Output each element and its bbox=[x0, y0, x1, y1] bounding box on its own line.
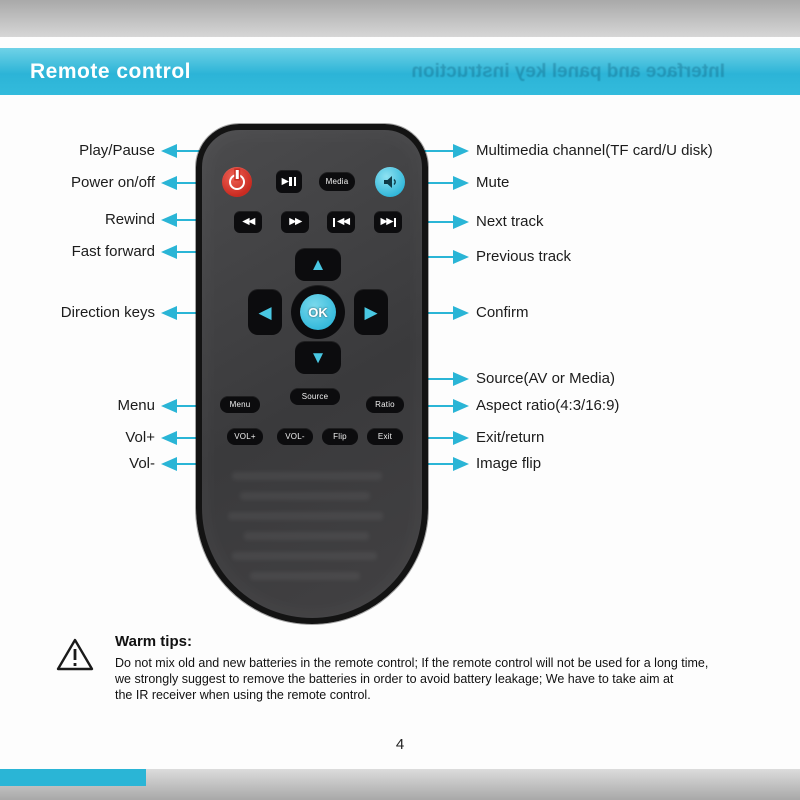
rewind-button: ◀◀ bbox=[234, 211, 262, 233]
ok-label: OK bbox=[300, 294, 336, 330]
label-vol-plus: Vol+ bbox=[125, 429, 155, 446]
exit-button: Exit bbox=[367, 428, 403, 445]
bleed-through-artifact bbox=[244, 532, 369, 540]
bleed-through-artifact bbox=[232, 472, 382, 480]
footer-accent-bar bbox=[0, 769, 146, 786]
tips-title: Warm tips: bbox=[115, 633, 192, 650]
play-pause-button: ▶ bbox=[276, 170, 302, 193]
vol-minus-button: VOL- bbox=[277, 428, 313, 445]
label-next-track: Next track bbox=[476, 213, 544, 230]
remote-control-illustration: ▶ Media ◀◀ ▶▶ ◀◀ ▶▶ bbox=[196, 124, 428, 624]
label-source: Source(AV or Media) bbox=[476, 370, 615, 387]
media-button: Media bbox=[319, 172, 355, 191]
bleed-through-artifact bbox=[228, 512, 383, 520]
label-vol-minus: Vol- bbox=[129, 455, 155, 472]
label-fast-forward: Fast forward bbox=[71, 243, 155, 260]
previous-track-icon: ◀◀ bbox=[333, 217, 350, 227]
label-aspect-ratio: Aspect ratio(4:3/16:9) bbox=[476, 397, 620, 414]
label-direction-keys: Direction keys bbox=[60, 304, 155, 321]
arrow-down-icon: ▼ bbox=[309, 348, 327, 367]
label-confirm: Confirm bbox=[476, 304, 529, 321]
label-multimedia-channel: Multimedia channel(TF card/U disk) bbox=[476, 142, 713, 159]
speaker-mute-icon bbox=[383, 176, 396, 188]
source-button: Source bbox=[290, 388, 340, 405]
vol-plus-button: VOL+ bbox=[227, 428, 263, 445]
fast-forward-button: ▶▶ bbox=[281, 211, 309, 233]
previous-track-button: ◀◀ bbox=[327, 211, 355, 233]
dpad-right-button: ▶ bbox=[354, 289, 388, 335]
page-number: 4 bbox=[395, 736, 405, 753]
dpad-left-button: ◀ bbox=[248, 289, 282, 335]
arrow-up-icon: ▲ bbox=[309, 255, 327, 274]
rewind-icon: ◀◀ bbox=[242, 216, 255, 228]
bleed-through-artifact bbox=[232, 552, 377, 560]
power-icon bbox=[229, 174, 245, 190]
tips-line: Do not mix old and new batteries in the … bbox=[115, 656, 709, 670]
label-image-flip: Image flip bbox=[476, 455, 542, 472]
next-track-icon: ▶▶ bbox=[380, 217, 396, 227]
ratio-button: Ratio bbox=[366, 396, 404, 413]
bleed-through-artifact bbox=[240, 492, 370, 500]
dpad-down-button: ▼ bbox=[295, 341, 341, 374]
play-pause-icon: ▶ bbox=[282, 177, 297, 187]
label-mute: Mute bbox=[476, 174, 510, 191]
next-track-button: ▶▶ bbox=[374, 211, 402, 233]
section-title: Remote control bbox=[30, 60, 192, 83]
mute-button bbox=[375, 167, 405, 197]
label-power: Power on/off bbox=[71, 174, 155, 191]
warning-icon bbox=[56, 638, 94, 671]
dpad-up-button: ▲ bbox=[295, 248, 341, 281]
menu-button: Menu bbox=[220, 396, 260, 413]
fast-forward-icon: ▶▶ bbox=[289, 216, 302, 228]
power-button bbox=[222, 167, 252, 197]
page-top-edge bbox=[0, 0, 800, 37]
label-rewind: Rewind bbox=[104, 211, 155, 228]
label-play-pause: Play/Pause bbox=[79, 142, 155, 159]
flip-button: Flip bbox=[322, 428, 358, 445]
bleed-through-title: Interface and panel key instruction bbox=[411, 61, 725, 82]
label-menu: Menu bbox=[117, 397, 155, 414]
tips-line: we strongly suggest to remove the batter… bbox=[115, 672, 674, 686]
bleed-through-artifact bbox=[250, 572, 360, 580]
label-previous-track: Previous track bbox=[476, 248, 572, 265]
label-exit-return: Exit/return bbox=[476, 429, 545, 446]
arrow-right-icon: ▶ bbox=[364, 302, 378, 322]
ok-button: OK bbox=[291, 285, 345, 339]
tips-line: the IR receiver when using the remote co… bbox=[115, 688, 371, 702]
arrow-left-icon: ◀ bbox=[258, 302, 272, 322]
section-header: Remote control bbox=[0, 48, 800, 95]
